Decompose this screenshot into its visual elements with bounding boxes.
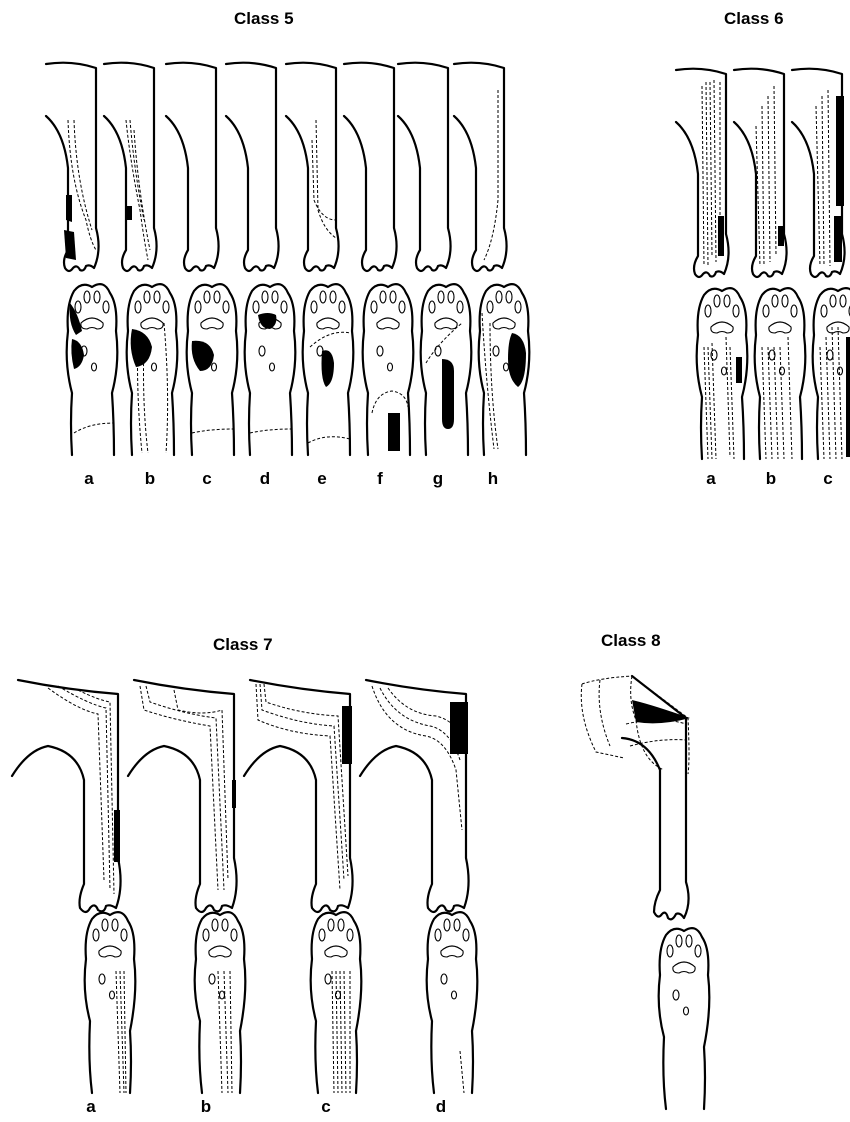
- class-5-lateral-g: [398, 63, 451, 271]
- class-5-volar-g: [421, 284, 472, 455]
- class-7-lateral-row: [12, 680, 469, 912]
- class-6-lateral-row: [676, 69, 845, 277]
- class-5-lateral-e: [286, 63, 339, 271]
- class-5-volar-d: [245, 284, 296, 455]
- class-7-labels: a b c d: [86, 1097, 446, 1116]
- class-7-volar-c: [311, 912, 362, 1093]
- class-6-volar-b: [755, 288, 806, 459]
- class-6-volar-a: [697, 288, 748, 459]
- class-5-panel: Class 5: [46, 9, 529, 488]
- class-7-panel: Class 7: [12, 635, 477, 1116]
- class-5-lateral-row: [46, 63, 507, 271]
- class-8-panel: Class 8: [581, 631, 709, 1109]
- class-6-labels: a b c: [706, 469, 832, 488]
- class-6-volar-c: [813, 288, 850, 459]
- class-5-lateral-f: [344, 63, 397, 271]
- class-5-volar-e: [303, 284, 354, 455]
- class-7-label-d: d: [436, 1097, 446, 1116]
- class-7-label-a: a: [86, 1097, 96, 1116]
- class-5-volar-b: [127, 284, 178, 455]
- class-5-lateral-a: [46, 63, 99, 271]
- class-5-volar-f: [363, 284, 414, 455]
- class-7-label-c: c: [321, 1097, 330, 1116]
- class-8-volar: [659, 928, 710, 1109]
- class-5-label-f: f: [377, 469, 383, 488]
- class-7-volar-b: [195, 912, 246, 1093]
- class-6-title: Class 6: [724, 9, 784, 28]
- class-5-title: Class 5: [234, 9, 294, 28]
- class-5-lateral-d: [226, 63, 279, 271]
- class-7-lateral-a: [12, 680, 121, 912]
- class-6-label-b: b: [766, 469, 776, 488]
- class-5-lateral-c: [166, 63, 219, 271]
- class-5-label-h: h: [488, 469, 498, 488]
- class-5-volar-h: [479, 284, 530, 455]
- class-5-lateral-b: [104, 63, 157, 271]
- class-7-title: Class 7: [213, 635, 273, 654]
- class-5-label-e: e: [317, 469, 326, 488]
- class-7-lateral-b: [128, 680, 237, 912]
- class-7-lateral-d: [360, 680, 469, 912]
- class-7-volar-d: [427, 912, 478, 1093]
- class-7-volar-a: [85, 912, 136, 1093]
- class-5-labels: a b c d e f g h: [84, 469, 498, 488]
- class-5-label-c: c: [202, 469, 211, 488]
- class-8-lateral: [581, 676, 690, 919]
- class-7-lateral-c: [244, 680, 353, 912]
- class-6-lateral-a: [676, 69, 729, 277]
- class-6-lateral-b: [734, 69, 787, 277]
- class-7-volar-row: [85, 912, 478, 1093]
- class-6-panel: Class 6: [676, 9, 850, 488]
- class-8-title: Class 8: [601, 631, 661, 650]
- class-7-label-b: b: [201, 1097, 211, 1116]
- class-5-label-g: g: [433, 469, 443, 488]
- class-5-volar-row: [67, 284, 530, 455]
- class-5-volar-c: [187, 284, 238, 455]
- class-5-lateral-h: [454, 63, 507, 271]
- class-5-label-d: d: [260, 469, 270, 488]
- class-6-lateral-c: [792, 69, 845, 277]
- class-5-label-b: b: [145, 469, 155, 488]
- class-6-volar-row: [697, 288, 850, 459]
- class-5-label-a: a: [84, 469, 94, 488]
- class-5-volar-a: [67, 284, 118, 455]
- class-6-label-c: c: [823, 469, 832, 488]
- class-6-label-a: a: [706, 469, 716, 488]
